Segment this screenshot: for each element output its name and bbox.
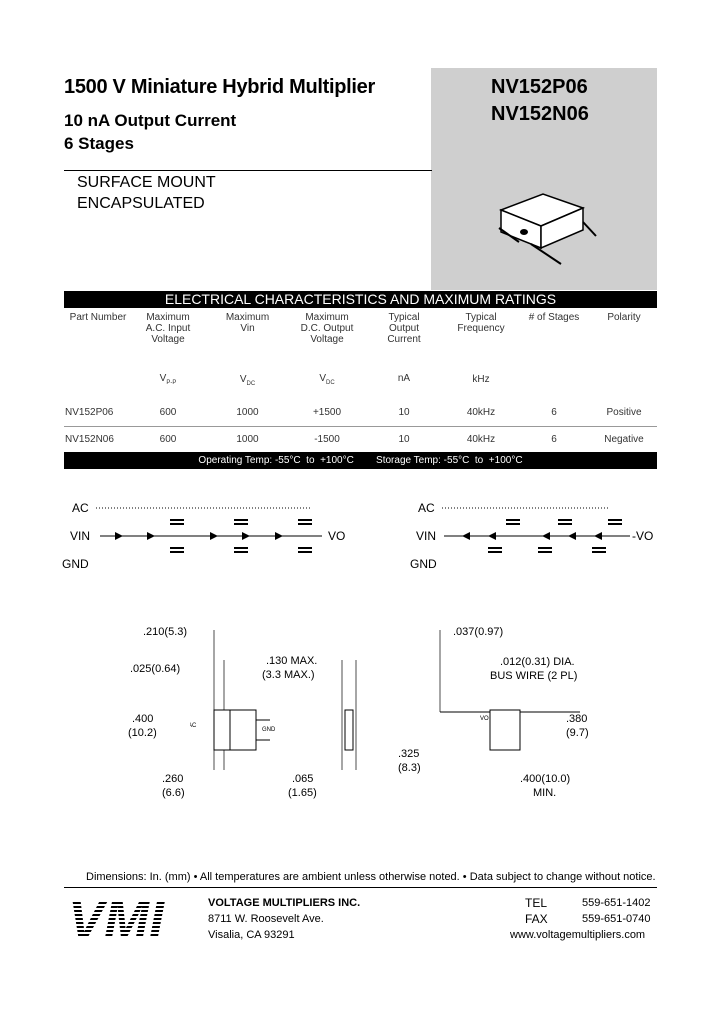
part-number-p: NV152P06 — [491, 76, 588, 98]
ac-label: AC — [418, 501, 435, 515]
tel-number: 559-651-1402 — [582, 897, 651, 909]
col-header: # of Stages — [528, 312, 580, 323]
ac-label: AC — [72, 501, 89, 515]
part-number-n: NV152N06 — [491, 103, 589, 125]
table-row: NV152N06 600 1000 -1500 10 40kHz 6 Negat… — [65, 433, 644, 445]
company-logo: VMI — [64, 890, 188, 950]
vin-label: VIN — [416, 529, 436, 543]
website-link[interactable]: www.voltagemultipliers.com — [510, 929, 646, 941]
dim-label: .400(10.0) — [520, 773, 571, 785]
schematic-positive: AC VIN GND VO — [62, 501, 345, 571]
mount-type-1: SURFACE MOUNT — [77, 174, 216, 191]
dim-label: .025(0.64) — [130, 663, 181, 675]
dim-label: MIN. — [533, 787, 557, 799]
mount-type-2: ENCAPSULATED — [77, 195, 205, 212]
footer-divider — [64, 887, 657, 888]
dim-label: (10.2) — [128, 727, 157, 739]
gnd-label: GND — [410, 557, 437, 571]
tel-label: TEL — [525, 896, 548, 910]
dimension-drawing-front: AC GND — [190, 630, 357, 770]
table-heading: ELECTRICAL CHARACTERISTICS AND MAXIMUM R… — [64, 291, 657, 308]
col-header: Polarity — [607, 312, 641, 323]
vmi-logo: VMI — [68, 890, 165, 950]
dim-label: (6.6) — [162, 787, 185, 799]
output-current: 10 nA Output Current — [64, 111, 237, 130]
dim-label: (8.3) — [398, 762, 421, 774]
temperature-ratings: Operating Temp: -55°C to +100°C Storage … — [64, 452, 657, 469]
lbl-ac: AC — [190, 723, 197, 729]
schematic-negative: AC VIN GND -VO — [410, 501, 653, 571]
electrical-table: ELECTRICAL CHARACTERISTICS AND MAXIMUM R… — [64, 291, 657, 469]
lbl-vo: VO — [480, 716, 489, 722]
dim-label: (9.7) — [566, 727, 589, 739]
dim-label: (1.65) — [288, 787, 317, 799]
company-address-1: 8711 W. Roosevelt Ave. — [208, 913, 324, 925]
dim-label: (3.3 MAX.) — [262, 669, 315, 681]
dim-label: .130 MAX. — [266, 655, 318, 667]
fax-label: FAX — [525, 912, 548, 926]
dim-label: .400 — [132, 713, 154, 725]
gnd-label: GND — [62, 557, 89, 571]
dim-label: .260 — [162, 773, 184, 785]
col-header: Part Number — [69, 312, 127, 323]
dim-label: .380 — [566, 713, 588, 725]
package-image — [498, 193, 597, 265]
product-title: 1500 V Miniature Hybrid Multiplier — [64, 76, 375, 98]
table-row: NV152P06 600 1000 +1500 10 40kHz 6 Posit… — [64, 400, 657, 426]
neg-vo-label: -VO — [632, 529, 653, 543]
company-name: VOLTAGE MULTIPLIERS INC. — [208, 897, 361, 909]
vin-label: VIN — [70, 529, 90, 543]
dim-label: .325 — [398, 748, 420, 760]
vo-label: VO — [328, 529, 345, 543]
divider — [64, 170, 432, 171]
dim-label: .065 — [292, 773, 314, 785]
lbl-gnd: GND — [262, 727, 276, 733]
dim-label: .210(5.3) — [143, 626, 188, 638]
dim-label: BUS WIRE (2 PL) — [490, 670, 578, 682]
dim-label: .012(0.31) DIA. — [500, 656, 575, 668]
fax-number: 559-651-0740 — [582, 913, 651, 925]
dimension-drawing-side: VO — [439, 630, 580, 751]
part-number-panel: NV152P06 NV152N06 — [431, 68, 657, 290]
dimensions-note: Dimensions: In. (mm) • All temperatures … — [86, 871, 656, 883]
dim-label: .037(0.97) — [453, 626, 504, 638]
company-address-2: Visalia, CA 93291 — [208, 929, 295, 941]
svg-text:VMI: VMI — [68, 894, 165, 944]
stages: 6 Stages — [64, 134, 134, 153]
